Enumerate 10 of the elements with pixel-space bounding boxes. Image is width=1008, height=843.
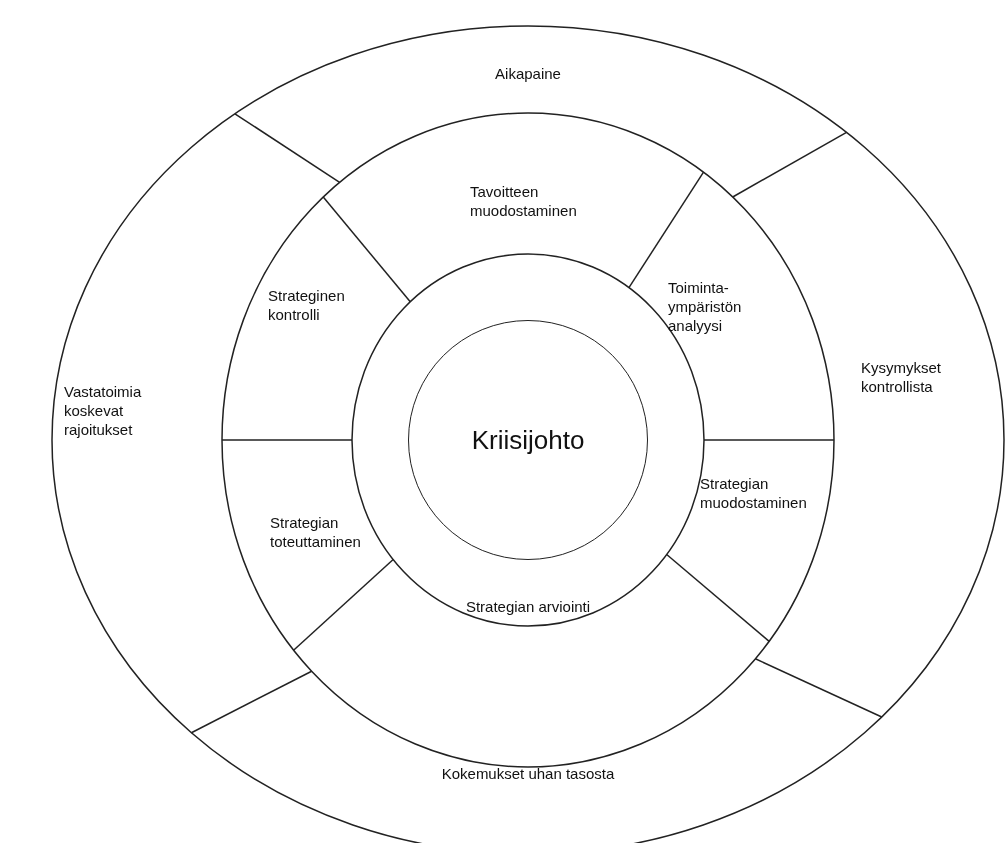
ring-segment-label: Strateginen kontrolli (268, 286, 378, 324)
ring-segment-label: Aikapaine (438, 64, 618, 83)
ring-segment-label: Toiminta-ympäristön analyysi (668, 278, 778, 335)
ring-segment-label: Strategian toteuttaminen (270, 513, 400, 551)
ring-segment-label: Tavoitteen muodostaminen (470, 182, 620, 220)
ring-segment-label: Strategian muodostaminen (700, 474, 810, 512)
ring-segment-label: Kysymykset kontrollista (861, 358, 981, 396)
ring-segment-label: Vastatoimia koskevat rajoitukset (64, 382, 184, 439)
ring-segment-label: Strategian arviointi (438, 597, 618, 616)
ring-segment-label: Kokemukset uhan tasosta (418, 764, 638, 783)
